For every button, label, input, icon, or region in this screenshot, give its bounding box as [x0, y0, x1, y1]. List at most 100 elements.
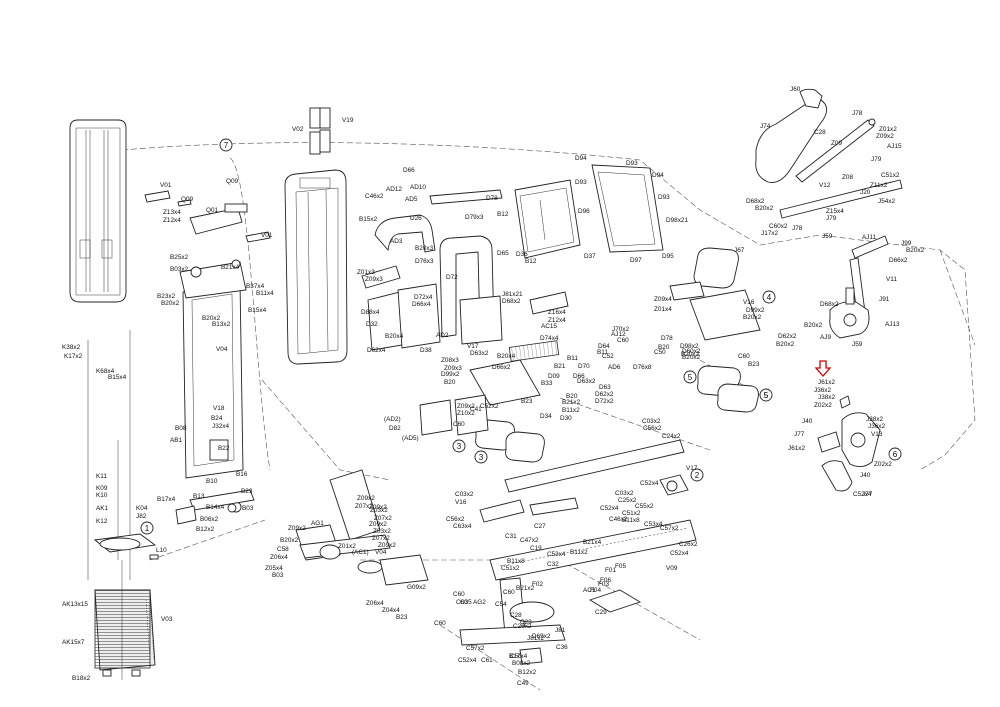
part-label: J60: [790, 86, 801, 93]
part-label: D72: [446, 274, 458, 281]
reference-number: 5: [764, 391, 769, 400]
part-label: D60x2: [682, 348, 701, 355]
part-label: C52x4: [458, 657, 477, 664]
part-label: Z09x2: [369, 521, 387, 528]
part-label: B20: [566, 393, 578, 400]
part-label: D98x2: [680, 343, 699, 350]
part-label: D99x2: [441, 371, 460, 378]
part-label: J79: [871, 156, 882, 163]
part-label: Z01x2: [338, 543, 356, 550]
slatted-plate: [508, 340, 560, 362]
part-label: D93: [658, 194, 670, 201]
part-label: Z09x4: [654, 296, 672, 303]
part-label: V12: [819, 182, 831, 189]
part-label: Z07x2: [355, 503, 373, 510]
part-label: C31: [505, 533, 517, 540]
back-frame-d94: [591, 164, 664, 253]
part-label: Z08: [842, 174, 853, 181]
part-label: Z12x4: [163, 217, 181, 224]
part-label: C41: [470, 406, 482, 413]
reference-number: 7: [224, 141, 229, 150]
part-label: Z11x2: [870, 182, 888, 189]
part-label: K10: [96, 492, 108, 499]
part-label: Z15x4: [826, 208, 844, 215]
part-label: B23x2: [157, 293, 176, 300]
part-label: B20: [444, 379, 456, 386]
part-label: C60: [503, 589, 515, 596]
part-label: Z04x4: [382, 607, 400, 614]
part-label: V03: [161, 616, 173, 623]
part-label: J67: [734, 247, 745, 254]
part-label: Z10x2: [457, 410, 475, 417]
reference-circles: [140, 138, 902, 535]
part-label: C19: [530, 545, 542, 552]
part-label: Z13x4: [163, 209, 181, 216]
part-label: C53x4: [644, 521, 663, 528]
part-label: B20: [658, 344, 670, 351]
part-label: V19: [342, 117, 354, 124]
part-label: J74: [760, 123, 771, 130]
part-label: B15x2: [359, 216, 378, 223]
part-label: B11x2: [562, 407, 580, 414]
part-label: B08: [175, 425, 187, 432]
part-label: C55x2: [635, 503, 654, 510]
part-label: C54: [495, 601, 507, 608]
part-label: Z09x2: [378, 542, 396, 549]
part-label: J77: [794, 431, 805, 438]
left-shroud-panel: [69, 119, 127, 303]
part-label: D66x2: [889, 257, 908, 264]
part-label: D93: [626, 160, 638, 167]
part-label: C51x2: [622, 510, 641, 517]
reference-number: 6: [893, 450, 898, 459]
part-label: B03: [242, 505, 254, 512]
bracket-v16: [659, 474, 689, 496]
part-label: Z01x3: [357, 269, 375, 276]
part-label: V18: [213, 405, 225, 412]
part-label: D70: [578, 363, 590, 370]
part-label: B16: [236, 471, 248, 478]
part-label: V04: [216, 346, 228, 353]
part-label: J20: [860, 189, 871, 196]
part-label: K68x4: [96, 368, 115, 375]
part-label: V13: [871, 431, 883, 438]
part-label: B20x2: [776, 341, 795, 348]
reference-number: 5: [764, 391, 769, 400]
part-label: D88x4: [361, 309, 380, 316]
part-label: G09x2: [407, 584, 426, 591]
part-label: AJ9: [820, 334, 831, 341]
part-label: AD10: [410, 184, 426, 191]
part-label: K11: [96, 473, 107, 480]
part-label: B20x2: [743, 314, 762, 321]
part-label: V16: [743, 299, 755, 306]
part-label: D68x2: [746, 198, 765, 205]
part-label: C28: [814, 129, 826, 136]
part-labels: V02V19V01Q09Q09Q01Z13x4Z12x4V01B25x2B03x…: [62, 86, 925, 687]
part-label: V04: [375, 549, 387, 556]
top-bracket: [144, 190, 271, 243]
part-label: J78: [792, 225, 803, 232]
part-label: B24: [211, 415, 223, 422]
part-label: F06: [600, 577, 611, 584]
part-label: C27: [534, 523, 546, 530]
part-label: C36: [556, 644, 568, 651]
part-label: K17x2: [64, 353, 83, 360]
part-label: D69x2: [532, 633, 551, 640]
part-label: C26x2: [513, 623, 532, 630]
part-label: D94: [575, 155, 587, 162]
part-label: Z08x3: [441, 357, 459, 364]
part-label: V02: [292, 126, 304, 133]
part-label: D34: [540, 413, 552, 420]
part-label: D72x2: [595, 398, 614, 405]
part-label: K09: [96, 485, 108, 492]
upright-frame: [179, 259, 247, 513]
red-arrow-marker: [814, 360, 832, 377]
part-label: Z02x2: [874, 461, 892, 468]
part-label: Z09x3: [444, 365, 462, 372]
part-label: J91: [879, 296, 890, 303]
part-label: D82: [389, 425, 401, 432]
part-label: D36: [516, 251, 528, 258]
part-label: D98x21: [666, 217, 688, 224]
part-label: C29: [595, 609, 607, 616]
